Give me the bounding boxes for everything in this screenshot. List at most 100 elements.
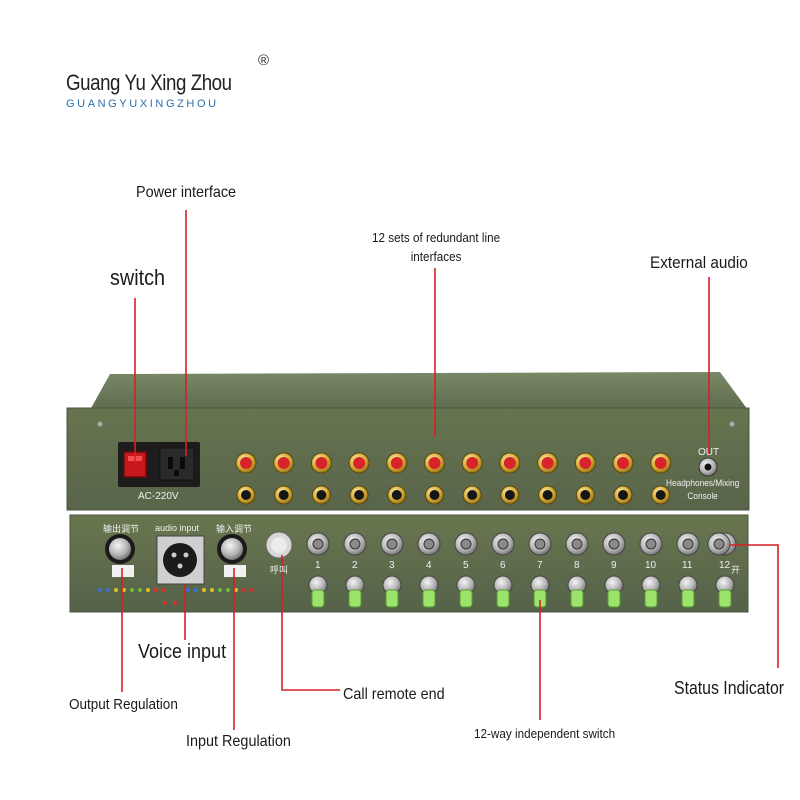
line-jack — [538, 485, 558, 505]
channel-number: 8 — [574, 560, 580, 571]
led-indicator — [194, 588, 198, 592]
rca-connector — [537, 452, 559, 474]
label-redundant-lines-line2: interfaces — [410, 249, 462, 264]
audio-input-label: audio input — [155, 523, 200, 533]
channel-number: 12 — [719, 560, 731, 571]
toggle-switch — [419, 575, 439, 608]
led-indicator — [202, 588, 206, 592]
led-indicator — [226, 588, 230, 592]
led-indicator — [106, 588, 110, 592]
rca-connector — [386, 452, 408, 474]
call-label: 呼叫 — [270, 565, 289, 575]
status-indicator — [528, 532, 552, 556]
status-indicator — [491, 532, 515, 556]
brand-logo: Guang Yu Xing Zhou GUANGYUXINGZHOU — [66, 70, 261, 110]
rca-connector — [424, 452, 445, 474]
out-label: OUT — [698, 447, 720, 458]
rca-connector — [273, 452, 295, 474]
power-rating-label: AC-220V — [138, 491, 179, 502]
rca-connector — [499, 452, 521, 474]
line-jack — [274, 485, 294, 505]
led-indicator — [122, 588, 126, 592]
chassis-top — [90, 372, 748, 410]
line-jack — [425, 485, 444, 505]
led-indicator — [186, 588, 190, 592]
rca-connector — [574, 452, 596, 474]
label-status-indicator: Status Indicator — [674, 678, 785, 698]
rca-connector — [461, 452, 483, 474]
led-indicator — [154, 588, 158, 592]
status-indicator — [639, 532, 663, 556]
output-knob-label: 输出调节 — [103, 524, 140, 534]
led-indicator — [162, 588, 166, 592]
input-knob-label: 输入调节 — [216, 524, 253, 534]
led-indicator — [242, 588, 246, 592]
led-indicator — [210, 588, 214, 592]
channel-number: 7 — [537, 560, 543, 571]
status-indicator — [676, 532, 700, 556]
status-indicator — [602, 532, 626, 556]
channel-number: 10 — [645, 560, 657, 571]
on-label: 开 — [731, 565, 741, 575]
headphones-label-line2: Console — [687, 491, 718, 501]
channel-number: 3 — [389, 560, 395, 571]
brand-name: Guang Yu Xing Zhou — [66, 70, 232, 95]
status-indicator — [343, 532, 367, 556]
status-indicator — [565, 532, 589, 556]
toggle-switch — [567, 575, 587, 608]
line-jack — [575, 485, 595, 505]
status-indicator — [454, 532, 478, 556]
label-power-interface: Power interface — [136, 184, 237, 201]
channel-number: 11 — [682, 560, 693, 571]
line-jack — [462, 485, 482, 505]
label-call-remote-end: Call remote end — [343, 686, 445, 703]
label-external-audio: External audio — [650, 253, 748, 272]
level-leds — [98, 588, 254, 605]
line-jack — [613, 485, 633, 505]
rca-connector — [235, 452, 257, 474]
led-indicator — [163, 601, 167, 605]
rca-connector-row — [235, 452, 672, 474]
front-channels — [306, 532, 737, 608]
channel-number: 9 — [611, 560, 617, 571]
led-indicator — [234, 588, 238, 592]
channel-number: 6 — [500, 560, 506, 571]
line-jack — [349, 485, 369, 505]
led-indicator — [114, 588, 118, 592]
label-switch: switch — [110, 265, 166, 290]
toggle-switch — [678, 575, 698, 608]
status-indicator — [380, 532, 404, 556]
registered-mark: ® — [258, 52, 270, 69]
toggle-switch — [456, 575, 476, 608]
toggle-switch — [715, 575, 735, 608]
toggle-switch — [308, 575, 328, 608]
led-indicator — [173, 601, 177, 605]
led-indicator — [98, 588, 102, 592]
toggle-switch — [345, 575, 365, 608]
led-indicator — [146, 588, 150, 592]
headphones-label: Headphones/Mixing Console — [666, 477, 739, 503]
label-voice-input: Voice input — [138, 641, 227, 663]
channel-number: 5 — [463, 560, 469, 571]
line-jack — [387, 485, 407, 505]
status-indicator — [306, 532, 330, 556]
rca-connector — [650, 452, 672, 474]
line-jack — [236, 485, 256, 505]
rca-connector — [310, 452, 332, 474]
led-indicator — [130, 588, 134, 592]
headphones-label-line1: Headphones/Mixing — [666, 478, 740, 488]
status-indicator — [417, 532, 441, 556]
led-indicator — [218, 588, 222, 592]
toggle-switch — [641, 575, 661, 608]
label-redundant-lines: 12 sets of redundant line interfaces — [372, 228, 500, 266]
label-input-regulation: Input Regulation — [186, 733, 291, 750]
toggle-switch — [382, 575, 402, 608]
rca-connector — [612, 452, 634, 474]
line-jack — [651, 485, 671, 505]
label-redundant-lines-line1: 12 sets of redundant line — [372, 230, 501, 245]
label-output-regulation: Output Regulation — [69, 696, 178, 713]
toggle-switch — [530, 575, 550, 608]
toggle-switch — [493, 575, 513, 608]
label-independent-switch: 12-way independent switch — [474, 726, 616, 741]
